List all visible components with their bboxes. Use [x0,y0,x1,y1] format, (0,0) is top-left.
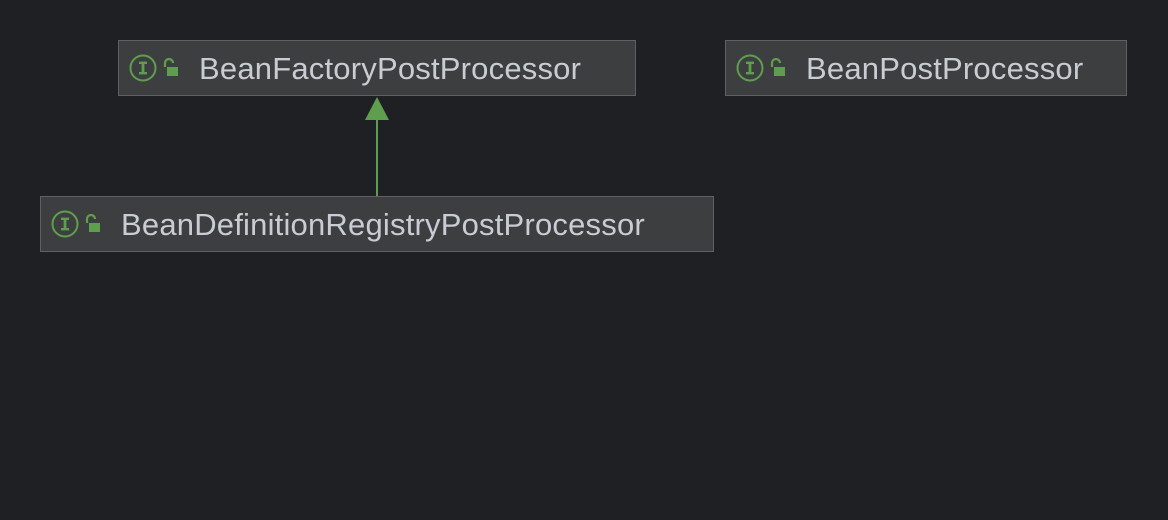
extends-arrowhead [365,97,389,120]
interface-icon [51,210,79,238]
interface-icon [129,54,157,82]
node-label: BeanDefinitionRegistryPostProcessor [121,206,645,242]
node-bean-post-processor[interactable]: BeanPostProcessor [725,40,1127,96]
unlocked-public-icon [770,57,785,76]
node-bean-factory-post-processor[interactable]: BeanFactoryPostProcessor [118,40,636,96]
node-label: BeanFactoryPostProcessor [199,50,582,86]
node-bean-definition-registry-post-processor[interactable]: BeanDefinitionRegistryPostProcessor [40,196,714,252]
node-label: BeanPostProcessor [806,50,1084,86]
unlocked-public-icon [85,213,100,232]
unlocked-public-icon [163,57,178,76]
interface-icon [736,54,764,82]
